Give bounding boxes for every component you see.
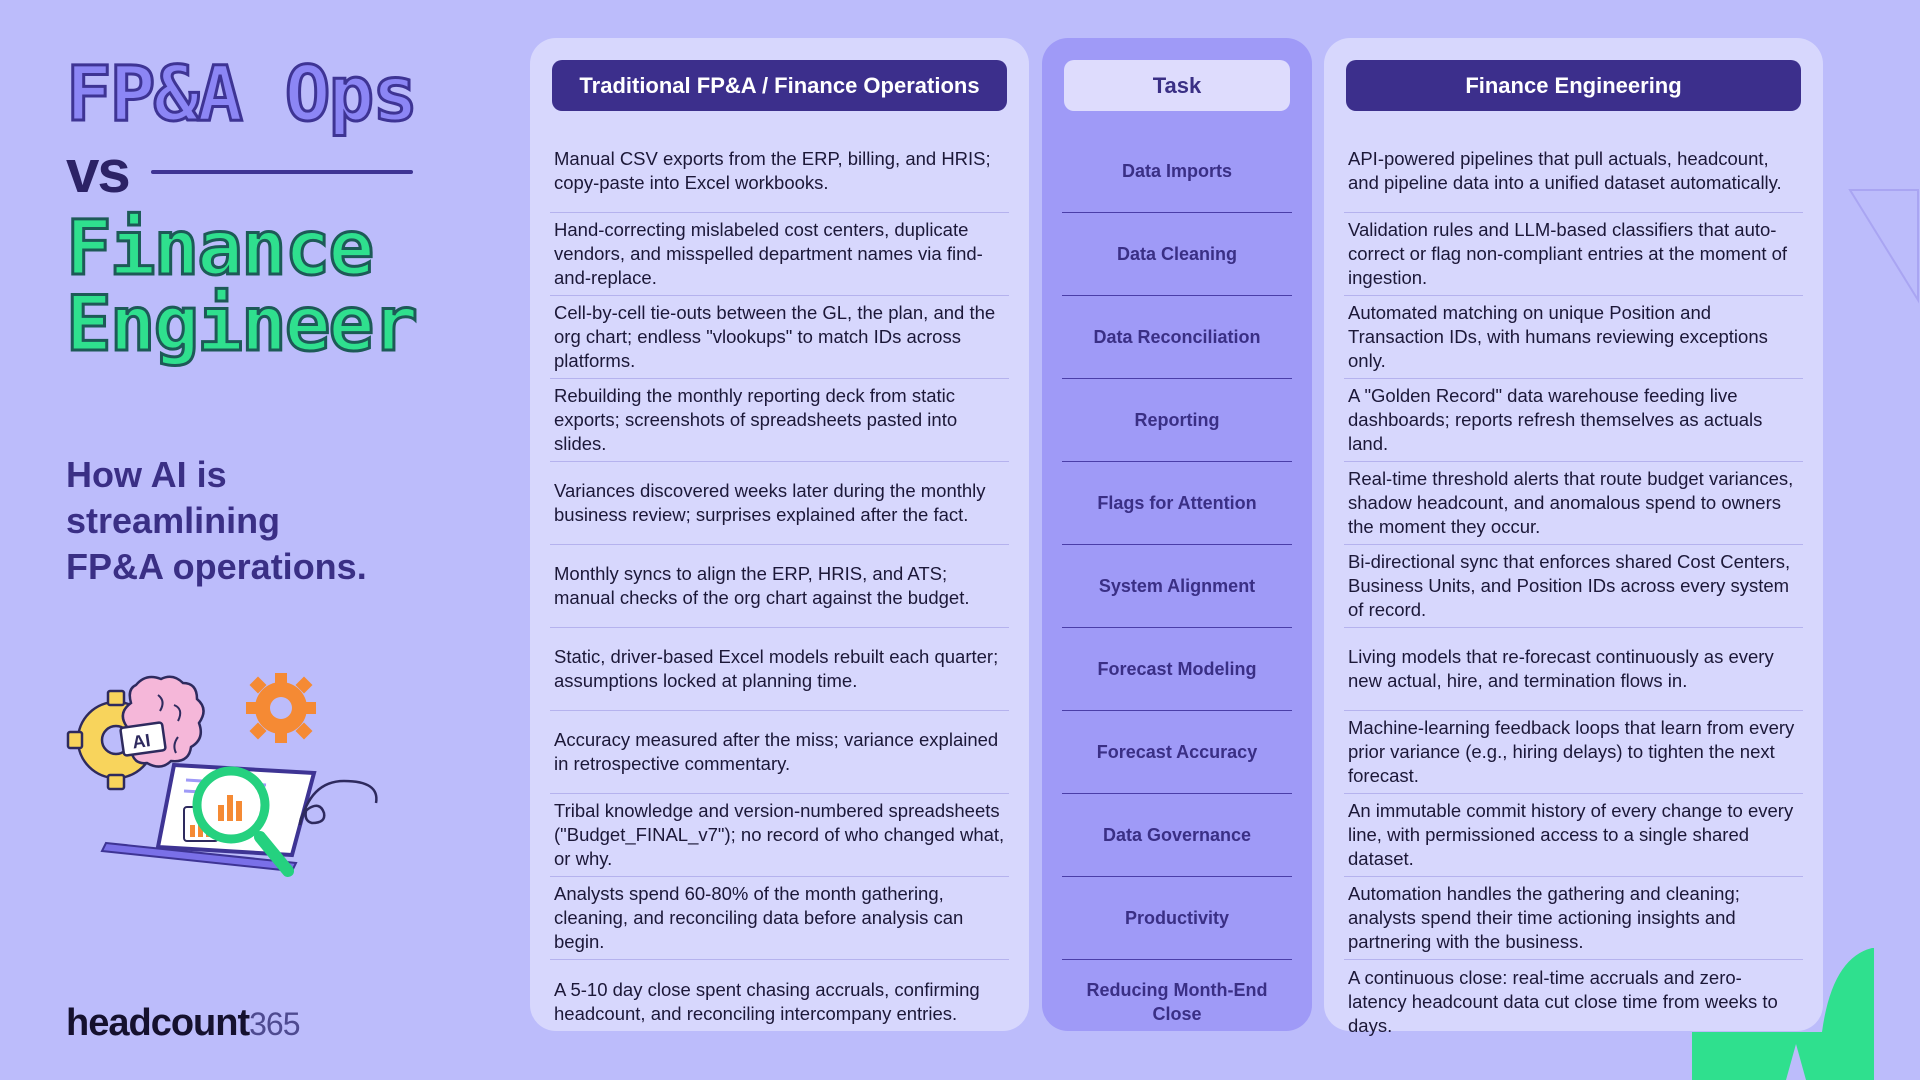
orange-gear-icon <box>246 673 316 743</box>
triangle-decoration <box>1848 189 1919 304</box>
subtitle-line-3: FP&A operations. <box>66 546 367 587</box>
title-vs-text: vs <box>66 138 131 205</box>
task-label: Data Reconciliation <box>1062 296 1292 379</box>
task-label: Data Imports <box>1062 130 1292 213</box>
subtitle-line-1: How AI is <box>66 454 227 495</box>
traditional-column: Traditional FP&A / Finance Operations Ma… <box>530 38 1029 1031</box>
engineering-row: A "Golden Record" data warehouse feeding… <box>1344 379 1803 462</box>
traditional-row: Variances discovered weeks later during … <box>550 462 1009 545</box>
swirl-decoration <box>298 779 378 826</box>
traditional-row: Manual CSV exports from the ERP, billing… <box>550 130 1009 213</box>
title-divider <box>150 170 413 174</box>
engineering-column: Finance Engineering API-powered pipeline… <box>1324 38 1823 1036</box>
subtitle: How AI is streamlining FP&A operations. <box>66 452 426 590</box>
task-label: Forecast Modeling <box>1062 628 1292 711</box>
task-rows: Data Imports Data Cleaning Data Reconcil… <box>1062 130 1292 1043</box>
green-shape-decoration <box>1692 948 1874 1080</box>
traditional-column-header: Traditional FP&A / Finance Operations <box>552 60 1007 111</box>
traditional-row: Accuracy measured after the miss; varian… <box>550 711 1009 794</box>
task-label: Reporting <box>1062 379 1292 462</box>
engineering-row: An immutable commit history of every cha… <box>1344 794 1803 877</box>
engineering-row: API-powered pipelines that pull actuals,… <box>1344 130 1803 213</box>
task-label: Data Governance <box>1062 794 1292 877</box>
brand-name: headcount <box>66 1002 250 1044</box>
ai-label-tag: AI <box>119 721 167 757</box>
task-label: Data Cleaning <box>1062 213 1292 296</box>
ai-illustration: AI <box>66 665 426 915</box>
engineering-row: A continuous close: real-time accruals a… <box>1348 966 1778 1036</box>
title-line-fpa: FP&A Ops <box>65 49 420 138</box>
task-column-header: Task <box>1064 60 1290 111</box>
engineering-row: Validation rules and LLM-based classifie… <box>1344 213 1803 296</box>
task-label: Productivity <box>1062 877 1292 960</box>
engineering-row: Bi-directional sync that enforces shared… <box>1344 545 1803 628</box>
engineering-row: Automation handles the gathering and cle… <box>1344 877 1803 960</box>
page-title: FP&A Ops vs Finance Engineer <box>65 49 466 368</box>
engineering-row: Living models that re-forecast continuou… <box>1344 628 1803 711</box>
ai-illustration-svg: AI <box>66 673 378 877</box>
traditional-row: A 5-10 day close spent chasing accruals,… <box>554 978 980 1024</box>
task-label: Reducing Month-End Close <box>1086 979 1268 1024</box>
task-label: System Alignment <box>1062 545 1292 628</box>
traditional-row: Monthly syncs to align the ERP, HRIS, an… <box>550 545 1009 628</box>
traditional-row: Rebuilding the monthly reporting deck fr… <box>550 379 1009 462</box>
engineering-rows: API-powered pipelines that pull actuals,… <box>1344 130 1803 1043</box>
engineering-row: Real-time threshold alerts that route bu… <box>1344 462 1803 545</box>
subtitle-line-2: streamlining <box>66 500 281 541</box>
traditional-row: Hand-correcting mislabeled cost centers,… <box>550 213 1009 296</box>
traditional-row: Cell-by-cell tie-outs between the GL, th… <box>550 296 1009 379</box>
engineering-column-header: Finance Engineering <box>1346 60 1801 111</box>
engineering-row: Automated matching on unique Position an… <box>1344 296 1803 379</box>
traditional-row: Tribal knowledge and version-numbered sp… <box>550 794 1009 877</box>
magnifier-icon <box>192 766 294 877</box>
brand-logo: headcount365 <box>66 1002 301 1045</box>
brand-number: 365 <box>249 1006 300 1042</box>
task-label: Forecast Accuracy <box>1062 711 1292 794</box>
traditional-row: Static, driver-based Excel models rebuil… <box>550 628 1009 711</box>
task-label: Flags for Attention <box>1062 462 1292 545</box>
traditional-row: Analysts spend 60-80% of the month gathe… <box>550 877 1009 960</box>
title-line-engineer: Engineer <box>65 279 420 368</box>
traditional-rows: Manual CSV exports from the ERP, billing… <box>550 130 1009 1043</box>
ai-label-text: AI <box>131 730 152 752</box>
title-line-finance: Finance <box>65 203 376 292</box>
task-column: Task Data Imports Data Cleaning Data Rec… <box>1042 38 1312 1031</box>
title-line-vs: vs <box>66 134 466 210</box>
engineering-row: Machine-learning feedback loops that lea… <box>1344 711 1803 794</box>
